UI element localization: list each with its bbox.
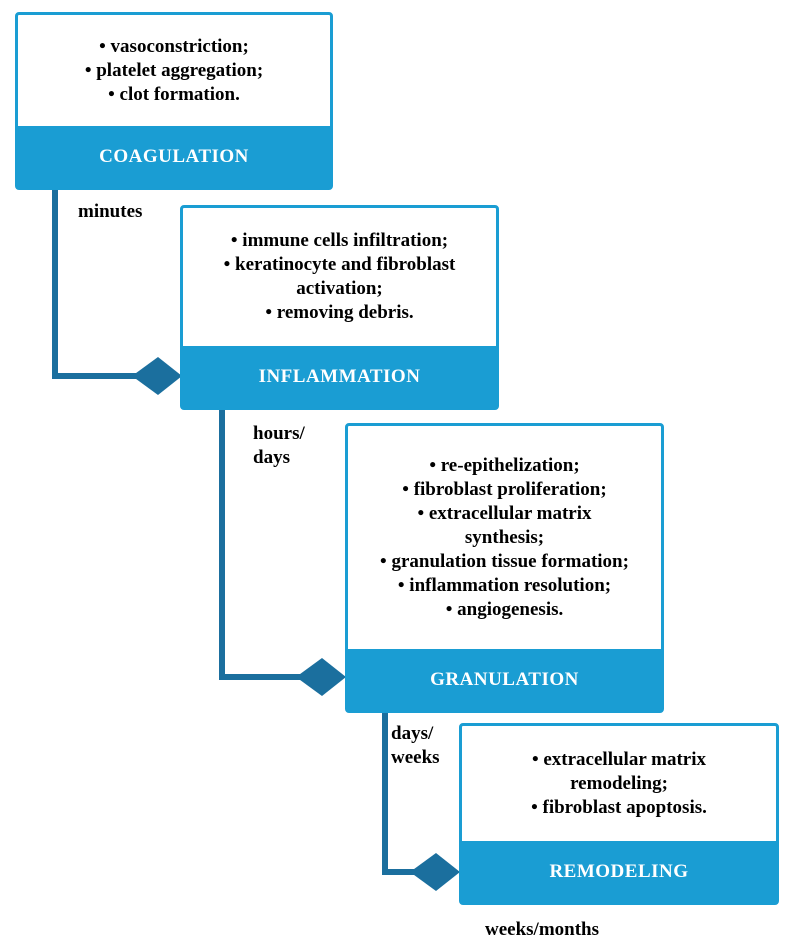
stage-granulation: • re-epithelization; • fibroblast prolif… [345,423,664,713]
connector-diamond-2 [296,658,346,696]
stage-item: • granulation tissue formation; [380,550,629,572]
timeline-text: minutes [78,201,143,222]
connector-diamond-3 [410,853,460,891]
stage-item: • inflammation resolution; [397,574,612,596]
stage-item: • extracellular matrix [531,748,707,770]
stage-item: • vasoconstriction; [99,35,249,57]
stage-item: • clot formation. [108,83,240,105]
timeline-label: minutes [78,200,142,224]
stage-item: activation; [296,278,383,299]
stage-item: remodeling; [570,772,668,794]
stage-inflammation: • immune cells infiltration; • keratinoc… [180,205,499,410]
stage-details: • vasoconstriction; • platelet aggregati… [18,15,330,126]
stage-title: INFLAMMATION [182,346,497,408]
stage-details: • immune cells infiltration; • keratinoc… [183,208,496,346]
timeline-label: hours/ days [253,422,305,470]
stage-remodeling: • extracellular matrix remodeling; • fib… [459,723,779,905]
stage-item: • immune cells infiltration; [230,230,449,251]
connector-granulation-remodeling [382,713,420,875]
stage-item: • fibroblast proliferation; [402,478,607,500]
timeline-text: hours/ [253,423,305,444]
timeline-text: days/ [391,723,434,744]
connector-coagulation-inflammation [52,190,150,379]
timeline-text: weeks/months [485,919,600,940]
stage-details: • extracellular matrix remodeling; • fib… [462,726,776,841]
timeline-label: days/ weeks [391,722,440,770]
connector-diamond-1 [132,357,182,395]
stage-coagulation: • vasoconstriction; • platelet aggregati… [15,12,333,190]
stage-item: • extracellular matrix [417,502,592,524]
stage-title: COAGULATION [17,126,331,188]
stage-title: REMODELING [461,841,777,903]
connector-inflammation-granulation [219,410,310,680]
stage-title: GRANULATION [347,649,662,711]
timeline-text: weeks [391,747,440,768]
stage-item: synthesis; [464,526,545,548]
stage-item: • angiogenesis. [445,598,564,620]
stage-item: • fibroblast apoptosis. [531,796,707,818]
stage-item: • removing debris. [265,302,414,323]
stage-details: • re-epithelization; • fibroblast prolif… [348,426,661,649]
timeline-text: days [253,447,290,468]
timeline-label: weeks/months [485,918,599,942]
stage-item: • re-epithelization; [429,454,580,476]
stage-item: • platelet aggregation; [84,59,264,81]
stage-item: • keratinocyte and fibroblast [223,254,456,275]
